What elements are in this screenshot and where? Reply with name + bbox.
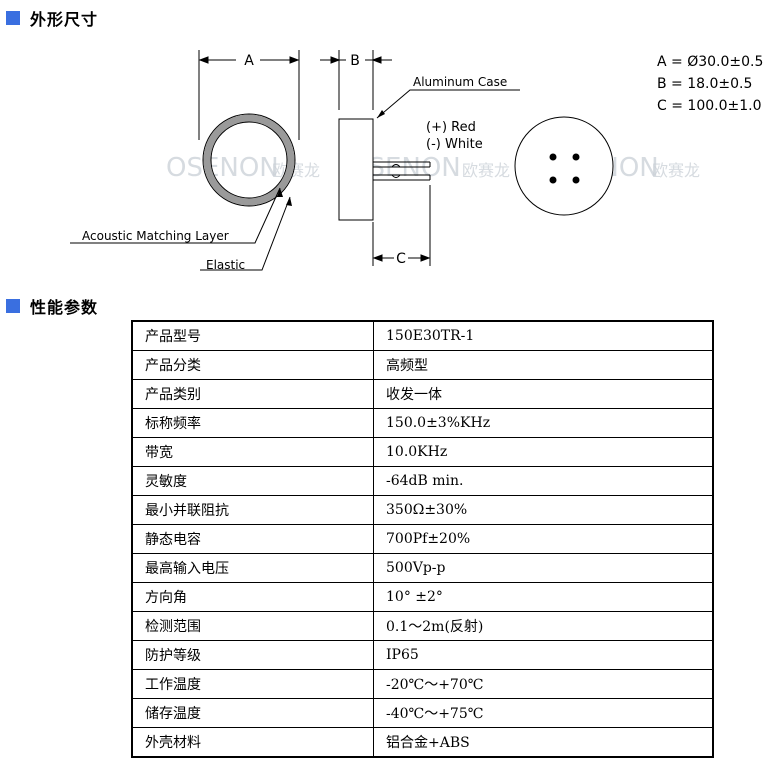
spec-value: IP65 xyxy=(373,640,714,670)
spec-key: 标称频率 xyxy=(131,408,374,438)
section-title-performance: 性能参数 xyxy=(30,298,99,317)
label-elastic: Elastic xyxy=(206,258,245,272)
section-title-dimensions: 外形尺寸 xyxy=(30,10,99,29)
dimension-diagram: OSENON 欧赛龙 OSENON 欧赛龙 OSENON 欧赛龙 A Acous… xyxy=(70,50,763,272)
spec-value: 150E30TR-1 xyxy=(373,320,714,351)
label-b: B xyxy=(350,53,360,69)
wires xyxy=(373,161,431,181)
dimension-a xyxy=(198,50,300,140)
spec-key: 最高输入电压 xyxy=(131,553,374,583)
spec-key: 防护等级 xyxy=(131,640,374,670)
table-row: 产品分类高频型 xyxy=(131,350,714,380)
dimension-b xyxy=(320,50,392,110)
label-wire-red: (+) Red xyxy=(426,120,476,135)
spec-key: 带宽 xyxy=(131,437,374,467)
blue-square-icon xyxy=(6,299,20,313)
spec-key: 产品类别 xyxy=(131,379,374,409)
spec-key: 产品型号 xyxy=(131,320,374,351)
spec-value: 10° ±2° xyxy=(373,582,714,612)
spec-key: 产品分类 xyxy=(131,350,374,380)
watermark-mid-cn: 欧赛龙 xyxy=(462,161,510,180)
spec-value: 收发一体 xyxy=(373,379,714,409)
spec-b-text: B = 18.0±0.5 xyxy=(657,76,752,92)
spec-key: 工作温度 xyxy=(131,669,374,699)
spec-c-text: C = 100.0±1.0 xyxy=(657,98,761,114)
section-heading-dimensions: 外形尺寸 xyxy=(6,8,99,29)
table-row: 产品类别收发一体 xyxy=(131,379,714,409)
table-row: 外壳材料铝合金+ABS xyxy=(131,727,714,758)
spec-key: 储存温度 xyxy=(131,698,374,728)
spec-value: -64dB min. xyxy=(373,466,714,496)
spec-value: 铝合金+ABS xyxy=(373,727,714,758)
table-row: 工作温度-20℃～+70℃ xyxy=(131,669,714,699)
spec-value: 700Pf±20% xyxy=(373,524,714,554)
spec-value: 150.0±3%KHz xyxy=(373,408,714,438)
section-heading-performance: 性能参数 xyxy=(6,296,99,317)
spec-key: 静态电容 xyxy=(131,524,374,554)
spec-value: 10.0KHz xyxy=(373,437,714,467)
spec-value: 350Ω±30% xyxy=(373,495,714,525)
side-view-body xyxy=(338,118,374,221)
watermark-right-cn: 欧赛龙 xyxy=(652,161,700,180)
label-wire-white: (-) White xyxy=(426,137,483,152)
table-row: 储存温度-40℃～+75℃ xyxy=(131,698,714,728)
watermark-left-cn: 欧赛龙 xyxy=(272,161,320,180)
label-acoustic-layer: Acoustic Matching Layer xyxy=(82,229,229,243)
spec-value: 高频型 xyxy=(373,350,714,380)
leader-aluminum xyxy=(376,89,520,119)
blue-square-icon xyxy=(6,11,20,25)
spec-key: 最小并联阻抗 xyxy=(131,495,374,525)
spec-key: 检测范围 xyxy=(131,611,374,641)
watermark-left: OSENON xyxy=(166,153,279,183)
label-a: A xyxy=(244,53,254,69)
dimension-c xyxy=(372,185,431,266)
spec-key: 方向角 xyxy=(131,582,374,612)
label-aluminum-case: Aluminum Case xyxy=(413,75,507,89)
back-view xyxy=(514,116,614,216)
spec-key: 灵敏度 xyxy=(131,466,374,496)
spec-value: -20℃～+70℃ xyxy=(373,669,714,699)
table-row: 灵敏度-64dB min. xyxy=(131,466,714,496)
spec-a-text: A = Ø30.0±0.5 xyxy=(657,54,763,70)
leader-lines xyxy=(70,187,291,271)
spec-value: 0.1～2m(反射) xyxy=(373,611,714,641)
front-view xyxy=(202,113,296,207)
spec-value: -40℃～+75℃ xyxy=(373,698,714,728)
label-c: C xyxy=(396,251,406,267)
spec-key: 外壳材料 xyxy=(131,727,374,758)
spec-value: 500Vp-p xyxy=(373,553,714,583)
